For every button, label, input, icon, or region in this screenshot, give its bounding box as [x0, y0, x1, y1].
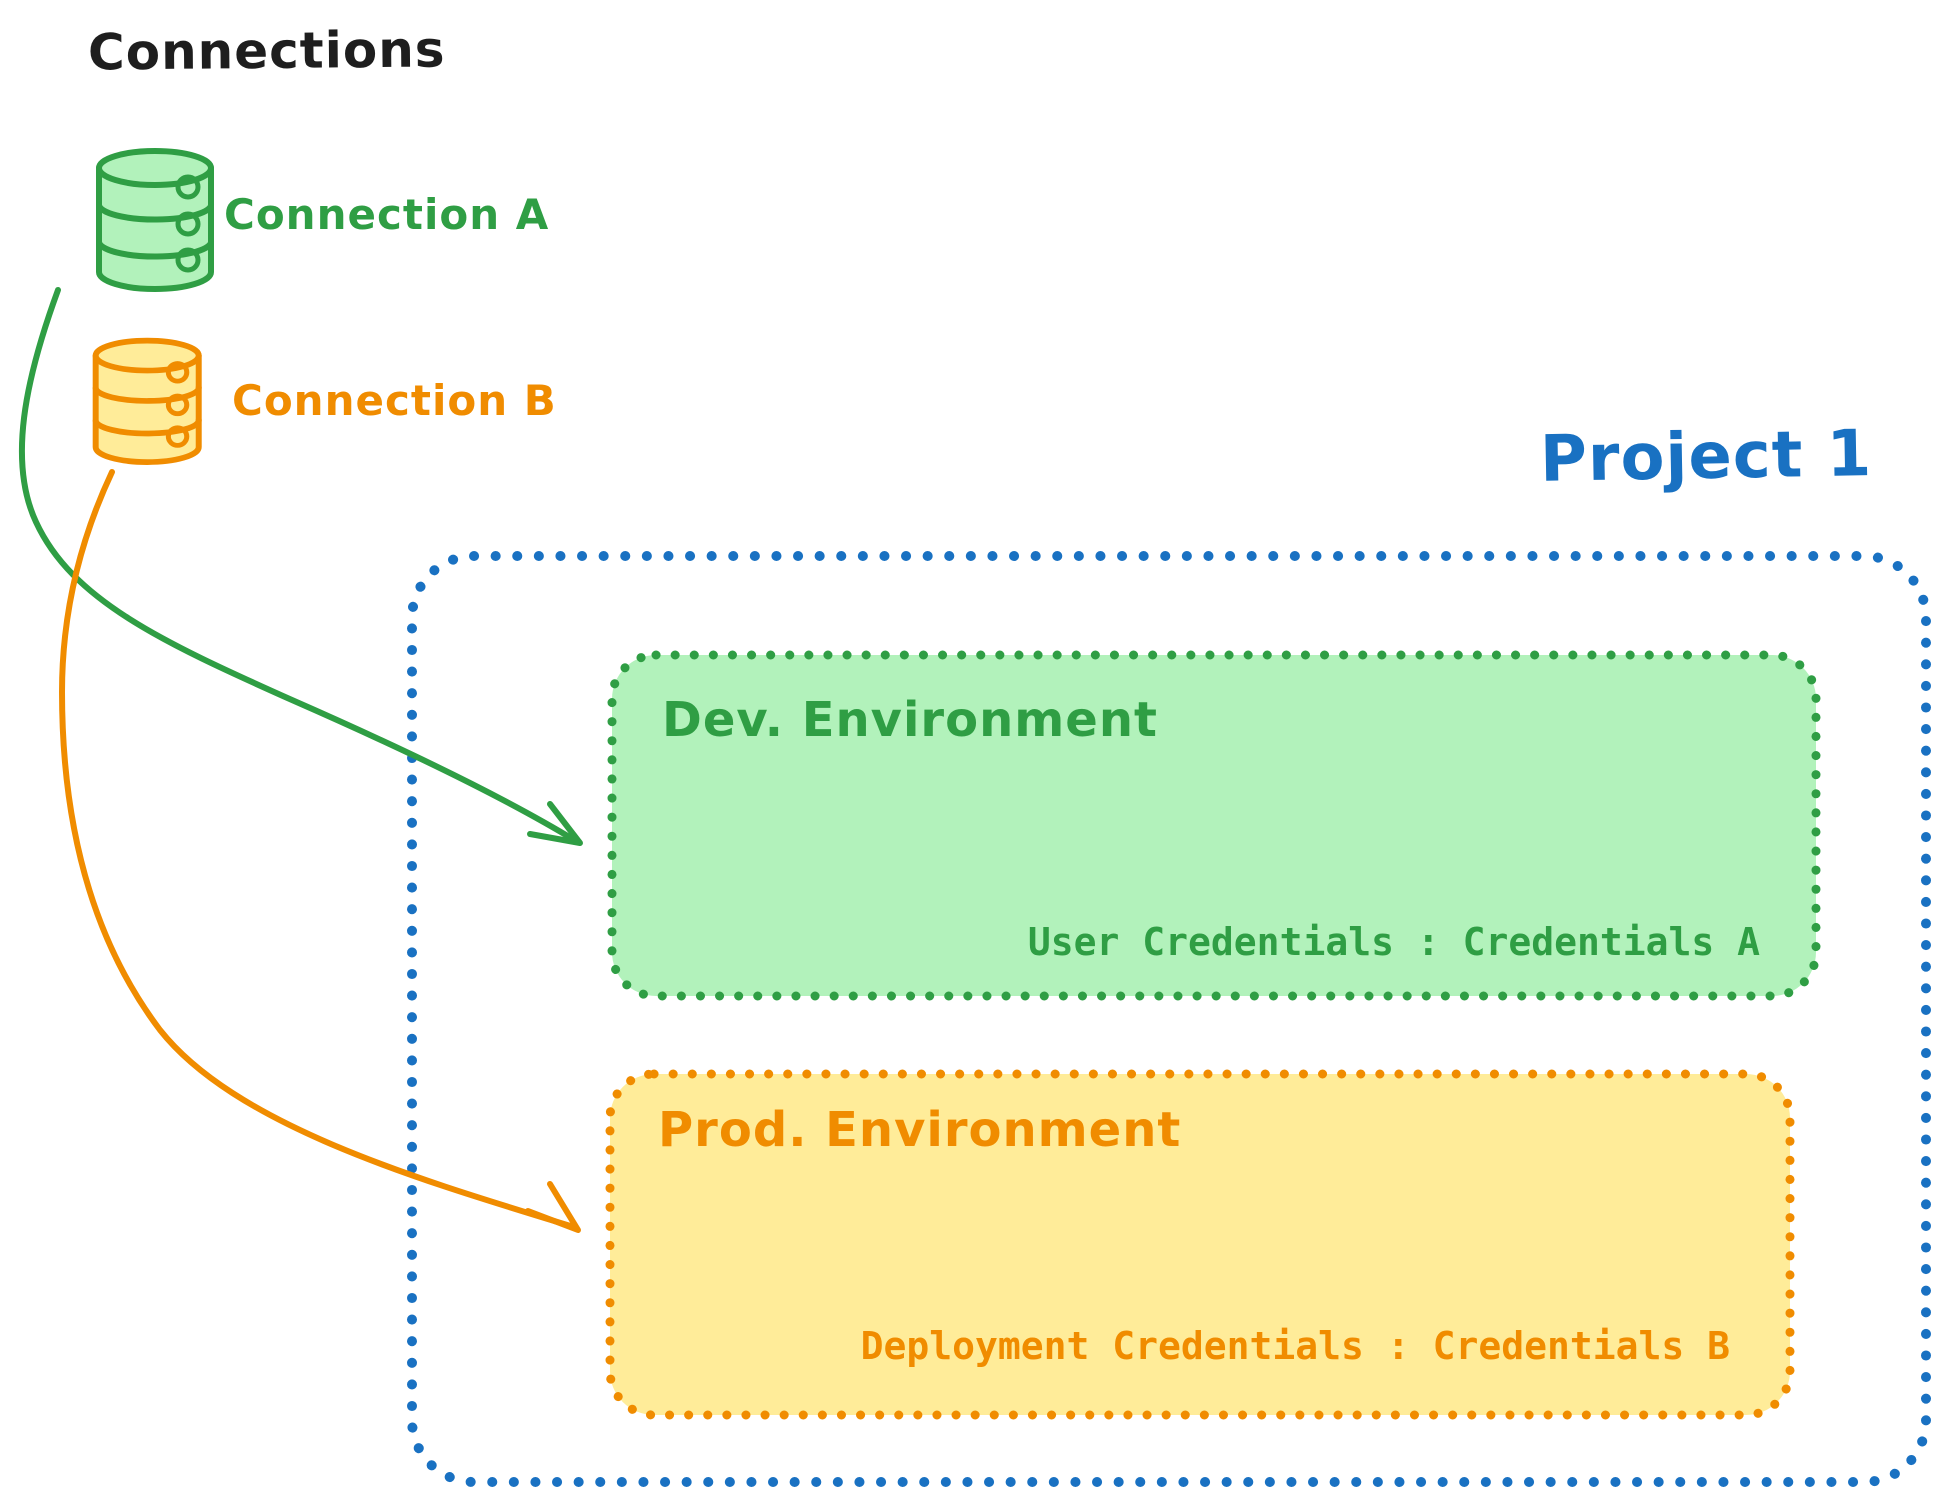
arrow-connection-b-to-prod: [59, 469, 581, 1233]
project-1-label: Project 1: [1539, 417, 1873, 497]
dev-environment-box-border: [607, 650, 1821, 1001]
connection-b-label: Connection B: [232, 376, 557, 425]
dev-environment-box-fill: [612, 655, 1816, 996]
prod-environment-box-border: [605, 1069, 1795, 1420]
project-1-container-box: [407, 551, 1931, 1487]
arrow-connection-a-to-dev: [18, 287, 583, 846]
connection-b-database-icon: [92, 337, 202, 465]
dev-environment-title: Dev. Environment: [662, 692, 1158, 748]
prod-environment-box-fill: [610, 1074, 1790, 1415]
prod-environment-title: Prod. Environment: [658, 1102, 1182, 1158]
dev-environment-credentials: User Credentials : Credentials A: [1027, 920, 1760, 964]
connection-a-database-icon: [96, 148, 214, 292]
prod-environment-credentials: Deployment Credentials : Credentials B: [860, 1324, 1730, 1368]
arrowhead-green: [527, 801, 583, 846]
arrowhead-orange: [525, 1181, 581, 1233]
diagram-title: Connections: [87, 20, 446, 82]
connection-a-label: Connection A: [224, 190, 550, 239]
